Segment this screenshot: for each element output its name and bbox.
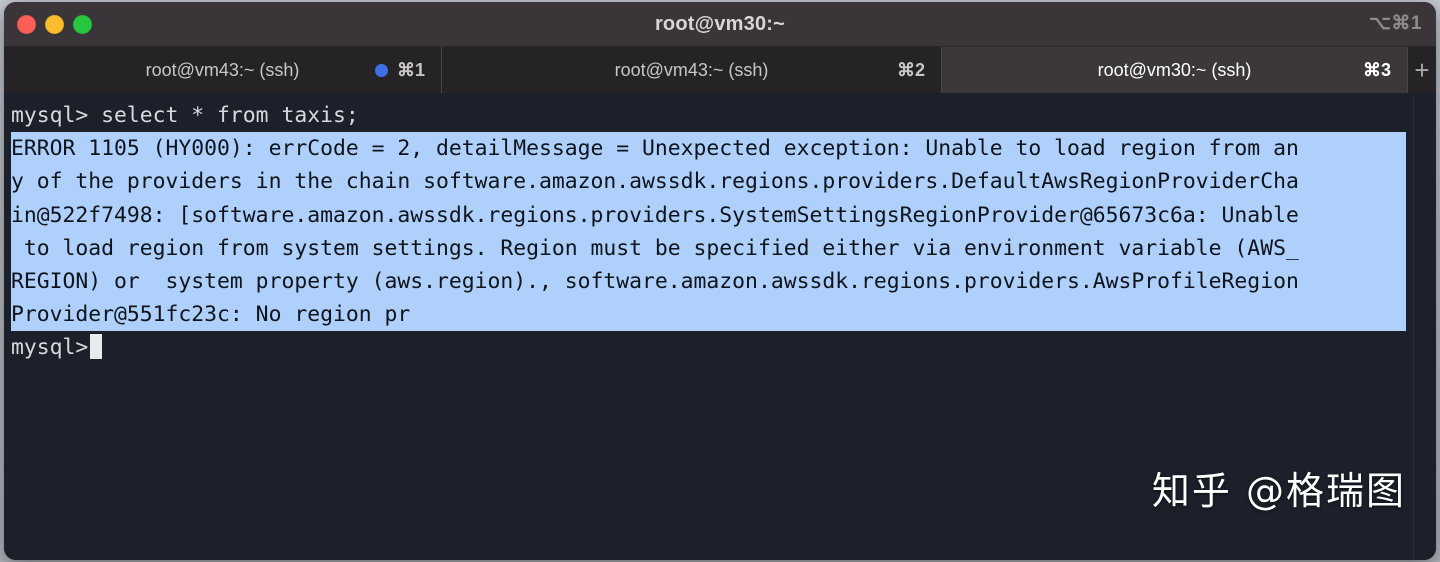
- scrollbar-divider: [1413, 93, 1414, 560]
- terminal-line-error: REGION) or system property (aws.region).…: [11, 265, 1406, 299]
- activity-dot-icon: [374, 63, 388, 77]
- window-title: root@vm30:~: [654, 13, 786, 35]
- tab-shortcut: ⌘3: [1362, 60, 1391, 80]
- terminal-body[interactable]: mysql> select * from taxis; ERROR 1105 (…: [4, 93, 1436, 560]
- traffic-light-group: [17, 15, 92, 34]
- terminal-line-error: Provider@551fc23c: No region pr: [11, 298, 1406, 332]
- tab-meta: ⌘1: [374, 47, 425, 93]
- terminal-window: root@vm30:~ ⌥⌘1 root@vm43:~ (ssh) ⌘1 roo…: [4, 2, 1436, 560]
- terminal-line-error: in@522f7498: [software.amazon.awssdk.reg…: [11, 198, 1406, 232]
- plus-icon: +: [1414, 55, 1430, 85]
- close-window-button[interactable]: [17, 15, 36, 34]
- tab-bar: root@vm43:~ (ssh) ⌘1 root@vm43:~ (ssh) ⌘…: [4, 47, 1436, 93]
- new-tab-button[interactable]: +: [1408, 47, 1436, 93]
- tab-root-vm43-1[interactable]: root@vm43:~ (ssh) ⌘1: [4, 47, 442, 93]
- tab-meta: ⌘2: [897, 47, 925, 93]
- terminal-line-error: y of the providers in the chain software…: [11, 165, 1406, 199]
- tab-shortcut: ⌘2: [896, 60, 925, 80]
- terminal-prompt-line: mysql>: [11, 331, 1406, 364]
- tab-shortcut: ⌘1: [396, 60, 425, 80]
- terminal-line-error: to load region from system settings. Reg…: [11, 231, 1406, 266]
- prompt-text: mysql>: [11, 335, 89, 361]
- terminal-line-command: mysql> select * from taxis;: [11, 103, 359, 128]
- window-shortcut-label: ⌥⌘1: [1369, 13, 1422, 34]
- tab-title: root@vm43:~ (ssh): [145, 59, 300, 80]
- tab-title: root@vm30:~ (ssh): [1097, 59, 1252, 80]
- terminal-scrollbar[interactable]: [1415, 93, 1424, 560]
- maximize-window-button[interactable]: [73, 15, 92, 34]
- minimize-window-button[interactable]: [45, 15, 64, 34]
- terminal-output: mysql> select * from taxis; ERROR 1105 (…: [4, 99, 1436, 365]
- window-titlebar[interactable]: root@vm30:~ ⌥⌘1: [4, 2, 1436, 47]
- terminal-line-error: ERROR 1105 (HY000): errCode = 2, detailM…: [11, 132, 1406, 166]
- tab-meta: ⌘3: [1363, 47, 1391, 93]
- tab-root-vm43-2[interactable]: root@vm43:~ (ssh) ⌘2: [442, 47, 942, 93]
- text-cursor: [90, 334, 103, 360]
- watermark-text: 知乎 @格瑞图: [1151, 469, 1406, 513]
- tab-root-vm30-3[interactable]: root@vm30:~ (ssh) ⌘3: [942, 47, 1408, 93]
- tab-title: root@vm43:~ (ssh): [614, 59, 769, 80]
